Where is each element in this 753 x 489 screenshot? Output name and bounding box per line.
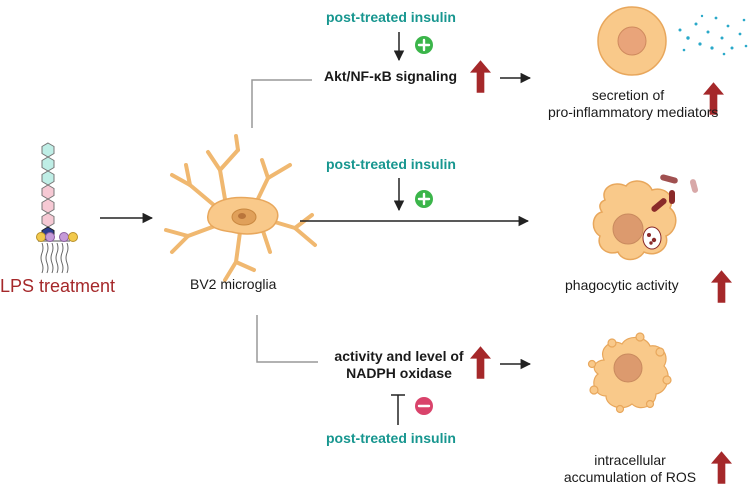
- insulin-label-top: post-treated insulin: [326, 9, 456, 25]
- lps-treatment-label: LPS treatment: [0, 276, 116, 296]
- microglia-cell-icon: [164, 134, 317, 282]
- ros-label-line1: intracellular: [594, 452, 666, 468]
- ros-label: intracellular accumulation of ROS: [556, 452, 704, 486]
- secretion-label: secretion of pro-inflammatory mediators: [548, 87, 719, 121]
- inhibit-line-bottom: [391, 394, 405, 425]
- microglia-label: BV2 microglia: [190, 276, 277, 292]
- phagocytic-cell-icon: [592, 174, 699, 261]
- secretion-label-line2: pro-inflammatory mediators: [548, 104, 719, 120]
- plus-circle-icon: [415, 36, 433, 54]
- secretion-label-line1: secretion of: [591, 87, 665, 103]
- ros-label-line2: accumulation of ROS: [563, 469, 697, 485]
- secreting-cell-icon: [597, 6, 748, 76]
- up-arrow-icon: [470, 60, 491, 93]
- up-arrow-icon: [470, 346, 491, 379]
- ros-cell-icon: [587, 332, 672, 414]
- up-arrow-icon: [711, 451, 732, 484]
- minus-circle-icon: [415, 397, 433, 415]
- insulin-label-mid: post-treated insulin: [326, 156, 456, 172]
- insulin-label-bottom: post-treated insulin: [326, 430, 456, 446]
- up-arrow-icon: [711, 270, 732, 303]
- nadph-label-line1: activity and level of: [334, 348, 464, 364]
- nadph-label: activity and level of NADPH oxidase: [326, 348, 472, 382]
- connector-lines: [251, 79, 318, 363]
- nadph-label-line2: NADPH oxidase: [346, 365, 452, 381]
- akt-signaling-label: Akt/NF-κB signaling: [324, 68, 458, 84]
- lps-molecule-icon: [36, 142, 78, 274]
- phagocytic-label: phagocytic activity: [565, 277, 679, 293]
- plus-circle-icon: [415, 190, 433, 208]
